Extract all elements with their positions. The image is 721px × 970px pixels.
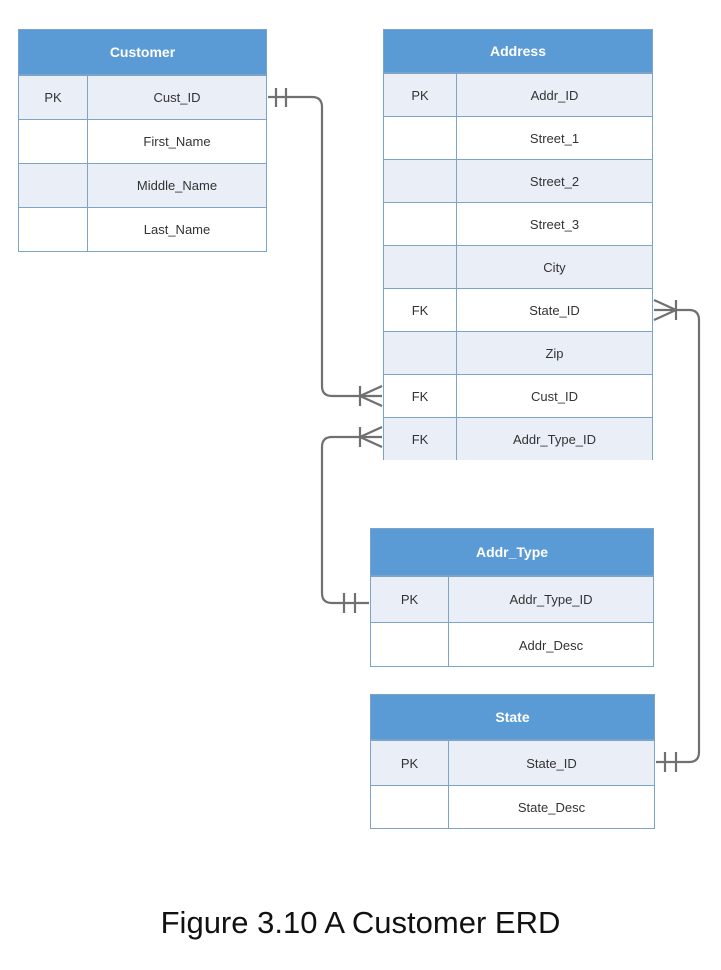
field-cell: Street_2	[529, 173, 580, 189]
key-cell: FK	[384, 418, 457, 460]
key-cell: PK	[19, 76, 88, 119]
addr-type-row-addr-desc: Addr_Desc	[371, 622, 653, 667]
key-cell	[19, 208, 88, 251]
address-table-header: Address	[384, 30, 652, 73]
key-cell: PK	[384, 74, 457, 116]
customer-table-header: Customer	[19, 30, 266, 75]
field-cell: State_ID	[529, 302, 580, 318]
key-cell: PK	[371, 577, 449, 622]
field-cell: Cust_ID	[531, 388, 578, 404]
key-cell	[384, 117, 457, 159]
key-cell	[384, 160, 457, 202]
address-row-addr-type-id: FK Addr_Type_ID	[384, 417, 652, 460]
addr-type-table-header: Addr_Type	[371, 529, 653, 576]
field-cell: Addr_ID	[530, 87, 579, 103]
address-row-city: City	[384, 245, 652, 288]
key-cell: FK	[384, 375, 457, 417]
address-row-street-1: Street_1	[384, 116, 652, 159]
address-row-street-2: Street_2	[384, 159, 652, 202]
key-cell	[19, 120, 88, 163]
state-row-state-desc: State_Desc	[371, 785, 654, 828]
field-cell: City	[543, 259, 566, 275]
field-cell: Addr_Type_ID	[512, 431, 597, 447]
field-cell: Street_1	[529, 130, 580, 146]
key-cell	[371, 623, 449, 667]
customer-row-middle-name: Middle_Name	[19, 163, 266, 207]
field-cell: State_Desc	[517, 799, 586, 815]
state-table-header: State	[371, 695, 654, 740]
key-cell: FK	[384, 289, 457, 331]
key-cell	[384, 203, 457, 245]
many-crowfoot	[357, 384, 383, 408]
field-cell: Zip	[545, 345, 564, 361]
addr-type-table: Addr_Type PK Addr_Type_ID Addr_Desc	[370, 528, 654, 667]
customer-row-cust-id: PK Cust_ID	[19, 75, 266, 119]
field-cell: Middle_Name	[136, 178, 218, 193]
connector-state-address	[654, 308, 701, 764]
customer-table: Customer PK Cust_ID First_Name Middle_Na…	[18, 29, 267, 252]
key-cell	[19, 164, 88, 207]
field-cell: State_ID	[526, 755, 577, 771]
field-cell: Addr_Desc	[518, 637, 584, 653]
customer-row-first-name: First_Name	[19, 119, 266, 163]
figure-caption: Figure 3.10 A Customer ERD	[160, 905, 561, 940]
key-cell	[384, 246, 457, 288]
address-row-zip: Zip	[384, 331, 652, 374]
address-row-street-3: Street_3	[384, 202, 652, 245]
field-cell: First_Name	[143, 134, 211, 149]
field-cell: Cust_ID	[153, 90, 201, 105]
key-cell	[384, 332, 457, 374]
address-row-cust-id: FK Cust_ID	[384, 374, 652, 417]
state-row-state-id: PK State_ID	[371, 740, 654, 785]
addr-type-row-addr-type-id: PK Addr_Type_ID	[371, 576, 653, 622]
field-cell: Addr_Type_ID	[509, 592, 593, 607]
key-cell	[371, 786, 449, 828]
state-table: State PK State_ID State_Desc	[370, 694, 655, 829]
address-row-state-id: FK State_ID	[384, 288, 652, 331]
key-cell: PK	[371, 741, 449, 785]
field-cell: Last_Name	[143, 222, 211, 237]
many-crowfoot	[357, 425, 383, 449]
address-row-addr-id: PK Addr_ID	[384, 73, 652, 116]
field-cell: Street_3	[529, 216, 580, 232]
customer-row-last-name: Last_Name	[19, 207, 266, 251]
connector-customer-address	[268, 95, 382, 398]
many-crowfoot	[653, 298, 679, 322]
address-table: Address PK Addr_ID Street_1 Street_2 Str…	[383, 29, 653, 460]
